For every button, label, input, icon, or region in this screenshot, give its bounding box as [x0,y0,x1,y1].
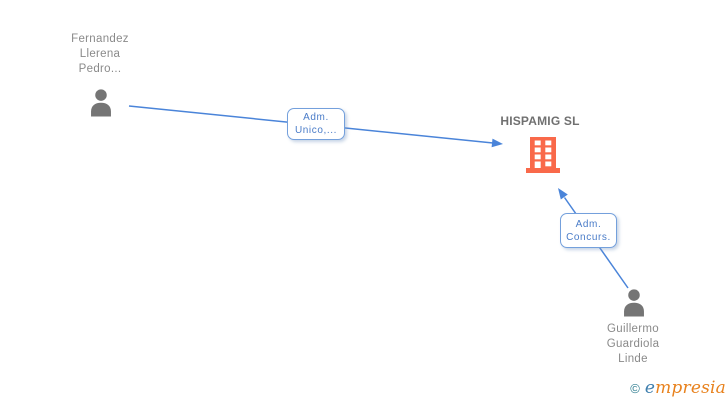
edge-label-line: Concurs. [566,231,611,243]
node-person-fernandez[interactable] [88,88,114,118]
brand-rest: mpresia [655,378,726,398]
person-name-line: Llerena [79,48,121,60]
arrowhead-adm-concurs-icon [558,188,568,200]
node-company-hispamig[interactable] [526,137,560,173]
node-label-guillermo: Guillermo Guardiola Linde [563,322,703,367]
empresia-logo[interactable]: © empresia [630,378,726,398]
person-name-line: Pedro... [78,63,122,75]
brand-wordmark: empresia [645,378,726,398]
node-label-fernandez: Fernandez Llerena Pedro... [30,32,170,77]
person-icon [88,88,114,118]
edge-label-line: Adm. [575,218,602,230]
arrowhead-adm-unico-icon [491,138,503,148]
person-name-line: Guillermo [607,323,659,335]
building-icon [526,137,560,173]
edge-label-line: Adm. [303,112,329,123]
edge-label-line: Unico,... [294,125,338,136]
node-person-guillermo[interactable] [621,288,647,318]
person-name-line: Fernandez [71,33,129,45]
copyright-icon: © [630,380,640,396]
brand-letter-e: e [644,378,656,398]
person-icon [621,288,647,318]
edge-label-adm-unico[interactable]: Adm. Unico,... [287,108,345,140]
edge-label-adm-concurs[interactable]: Adm. Concurs. [560,213,617,248]
person-name-line: Linde [618,353,648,365]
person-name-line: Guardiola [606,338,660,350]
node-label-hispamig: HISPAMIG SL [500,114,580,128]
